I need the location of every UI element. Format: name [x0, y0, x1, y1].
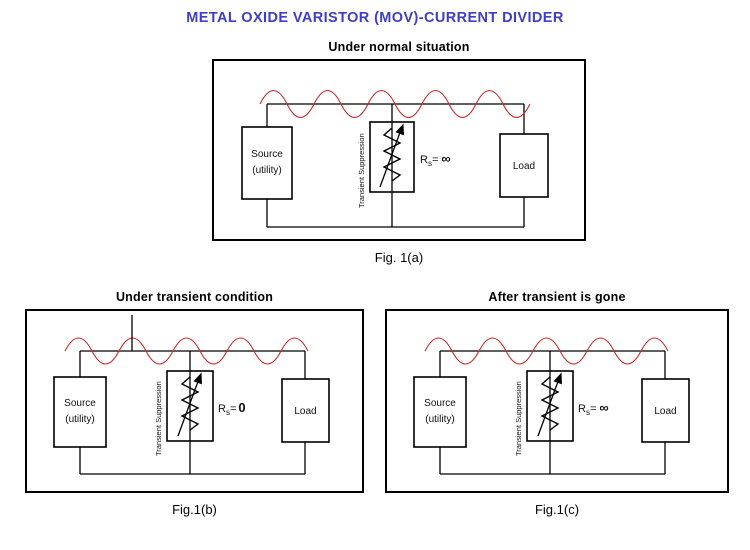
varistor-arrow-shaft: [537, 375, 561, 437]
figure-b: Under transient condition Source (utilit…: [25, 290, 364, 517]
varistor-box: [369, 121, 415, 193]
source-label-line1: Source: [251, 149, 283, 160]
rs-label: Rs=∞: [578, 400, 609, 417]
source-label-line2: (utility): [425, 414, 454, 425]
figure-a: Under normal situation Source (utility) …: [212, 40, 586, 265]
ac-sine-wave: [424, 337, 669, 365]
circuit-diagram-c: Source (utility) Transient Suppression R…: [385, 309, 729, 493]
varistor-arrow-head: [553, 372, 562, 385]
suppression-label: Transient Suppression: [154, 381, 163, 456]
source-label-line1: Source: [424, 398, 456, 409]
figure-a-title: Under normal situation: [328, 40, 470, 54]
load-label: Load: [294, 406, 316, 417]
varistor-arrow-head: [193, 372, 202, 385]
varistor-arrow-shaft: [379, 126, 403, 188]
circuit-wires: [79, 350, 306, 475]
load-label: Load: [654, 406, 676, 417]
varistor-box: [526, 370, 574, 442]
figure-b-title: Under transient condition: [115, 290, 274, 304]
load-box: [499, 133, 549, 198]
varistor-arrow-shaft: [177, 375, 201, 437]
circuit-wires: [439, 350, 666, 475]
source-box: [413, 376, 467, 448]
figure-c: After transient is gone Source (utility)…: [385, 290, 729, 517]
suppression-label: Transient Suppression: [357, 133, 366, 208]
circuit-diagram-b: Source (utility) Transient Suppression R…: [25, 309, 364, 493]
rs-label: Rs=0: [218, 400, 246, 417]
varistor-arrow-head: [395, 123, 404, 136]
source-label-line2: (utility): [252, 165, 281, 176]
varistor-box: [166, 370, 214, 442]
load-box: [281, 378, 330, 443]
figure-b-caption: Fig.1(b): [172, 502, 217, 517]
load-label: Load: [513, 161, 535, 172]
load-box: [641, 378, 690, 443]
figure-c-title: After transient is gone: [488, 290, 626, 304]
source-box: [53, 376, 107, 448]
page-title: METAL OXIDE VARISTOR (MOV)-CURRENT DIVID…: [186, 10, 564, 26]
source-label-line1: Source: [64, 398, 96, 409]
figure-c-caption: Fig.1(c): [534, 502, 580, 517]
source-label-line2: (utility): [65, 414, 94, 425]
rs-label: Rs=∞: [420, 151, 451, 168]
ac-sine-wave: [64, 337, 309, 365]
figure-a-caption: Fig. 1(a): [374, 250, 424, 265]
source-box: [241, 126, 293, 200]
circuit-diagram-a: Source (utility) Transient Suppression R…: [212, 59, 586, 241]
ac-sine-wave: [259, 89, 531, 119]
suppression-label: Transient Suppression: [514, 381, 523, 456]
